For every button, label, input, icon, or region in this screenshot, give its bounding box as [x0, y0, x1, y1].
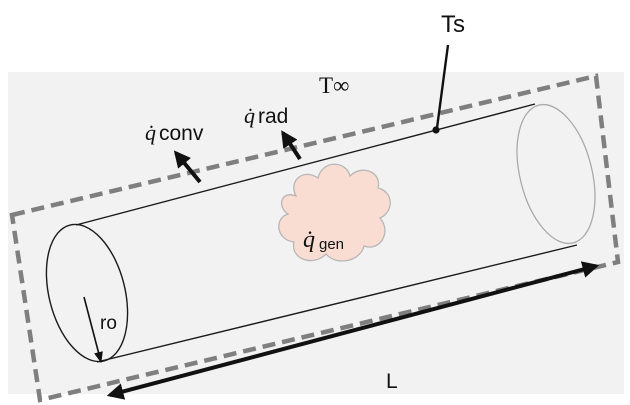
q-conv-symbol: q̇ — [145, 120, 156, 145]
cylinder-right-end — [516, 103, 596, 245]
length-dimension-arrow — [106, 261, 600, 400]
length-label: L — [386, 370, 398, 393]
q-conv-arrow — [173, 150, 202, 184]
q-rad-arrow — [281, 130, 302, 161]
radius-arrow — [83, 296, 103, 364]
surface-point — [432, 126, 440, 134]
ts-label: Ts — [441, 11, 465, 38]
cylinder-top-edge — [75, 103, 536, 226]
ts-leader-line — [435, 44, 450, 129]
t-ambient-label: T∞ — [319, 73, 349, 98]
q-conv-label: conv — [159, 122, 204, 145]
heat-generation-cloud — [278, 163, 391, 262]
radius-label: ro — [100, 313, 117, 334]
q-gen-subscript: gen — [319, 236, 344, 253]
q-gen-symbol: q̇ — [303, 227, 315, 253]
control-surface-boundary — [9, 73, 621, 403]
q-rad-symbol: q̇ — [244, 103, 255, 128]
q-rad-label: rad — [258, 105, 288, 128]
